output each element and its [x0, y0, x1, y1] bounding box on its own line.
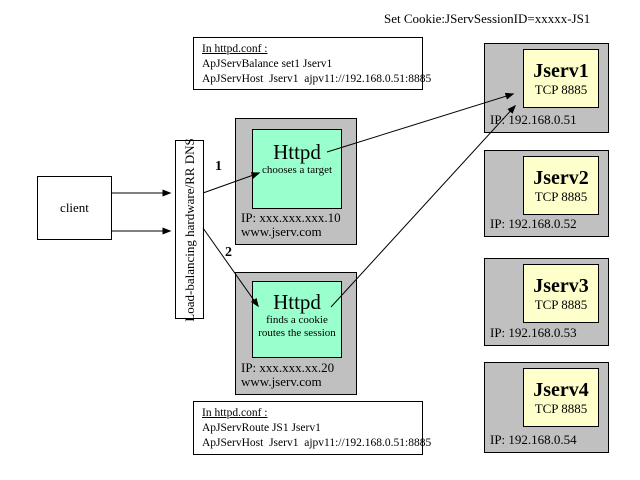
jserv2-process-box: Jserv2 TCP 8885: [523, 156, 599, 215]
conf-line-balance: ApJServBalance set1 Jserv1: [202, 58, 333, 70]
jserv3-name: Jserv3: [533, 275, 589, 297]
client-box: client: [37, 176, 112, 240]
httpd2-host: www.jserv.com: [241, 374, 322, 389]
step-1-label: 1: [215, 159, 222, 174]
httpd2-caption-1: finds a cookie: [266, 314, 328, 326]
jserv3-process-box: Jserv3 TCP 8885: [523, 264, 599, 323]
jserv4-server-box: Jserv4 TCP 8885 IP: 192.168.0.54: [484, 362, 609, 453]
jserv4-name: Jserv4: [533, 379, 589, 401]
jserv2-ip: IP: 192.168.0.52: [490, 216, 577, 231]
httpd2-title: Httpd: [273, 290, 321, 314]
httpd2-caption-2: routes the session: [258, 327, 336, 339]
httpd-conf-box-top: In httpd.conf : ApJServBalance set1 Jser…: [193, 37, 432, 90]
jserv1-name: Jserv1: [533, 60, 589, 82]
httpd-conf-box-bottom: In httpd.conf : ApJServRoute JS1 Jserv1 …: [193, 401, 432, 455]
jserv1-ip: IP: 192.168.0.51: [490, 112, 577, 127]
conf-heading: In httpd.conf :: [202, 43, 268, 55]
httpd1-ip-host: IP: xxx.xxx.xxx.10 www.jserv.com: [241, 211, 341, 239]
client-label: client: [60, 200, 89, 215]
httpd1-ip: IP: xxx.xxx.xxx.10: [241, 210, 341, 225]
jserv2-port: TCP 8885: [534, 189, 588, 204]
jserv1-server-box: Jserv1 TCP 8885 IP: 192.168.0.51: [484, 43, 609, 133]
httpd1-host: www.jserv.com: [241, 224, 322, 239]
jserv4-port: TCP 8885: [534, 401, 588, 416]
httpd1-server-box: Httpd chooses a target IP: xxx.xxx.xxx.1…: [235, 118, 357, 245]
httpd1-title: Httpd: [273, 140, 321, 164]
httpd2-process-box: Httpd finds a cookie routes the session: [252, 281, 342, 358]
conf-line-host: ApJServHost Jserv1 ajpv11://192.168.0.51…: [202, 437, 432, 449]
load-balancer-box: Load-balancing hardware/RR DNS: [175, 137, 204, 322]
conf-heading: In httpd.conf :: [202, 407, 268, 419]
jserv1-process-box: Jserv1 TCP 8885: [523, 49, 599, 108]
set-cookie-note: Set Cookie:JServSessionID=xxxxx-JS1: [384, 11, 591, 26]
httpd2-server-box: Httpd finds a cookie routes the session …: [235, 272, 357, 395]
httpd2-ip: IP: xxx.xxx.xx.20: [241, 360, 335, 375]
load-balancer-label: Load-balancing hardware/RR DNS: [181, 137, 197, 322]
jserv4-process-box: Jserv4 TCP 8885: [523, 368, 599, 427]
conf-line-route: ApJServRoute JS1 Jserv1: [202, 422, 321, 434]
jserv3-port: TCP 8885: [534, 297, 588, 312]
jserv1-port: TCP 8885: [534, 82, 588, 97]
jserv2-name: Jserv2: [533, 167, 589, 189]
conf-line-host: ApJServHost Jserv1 ajpv11://192.168.0.51…: [202, 73, 432, 85]
jserv3-server-box: Jserv3 TCP 8885 IP: 192.168.0.53: [484, 258, 609, 346]
jserv2-server-box: Jserv2 TCP 8885 IP: 192.168.0.52: [484, 150, 609, 237]
httpd2-ip-host: IP: xxx.xxx.xx.20 www.jserv.com: [241, 361, 334, 389]
jserv3-ip: IP: 192.168.0.53: [490, 325, 577, 340]
jserv4-ip: IP: 192.168.0.54: [490, 432, 577, 447]
httpd1-process-box: Httpd chooses a target: [252, 129, 342, 209]
httpd1-caption: chooses a target: [261, 164, 333, 176]
step-2-label: 2: [225, 245, 232, 260]
